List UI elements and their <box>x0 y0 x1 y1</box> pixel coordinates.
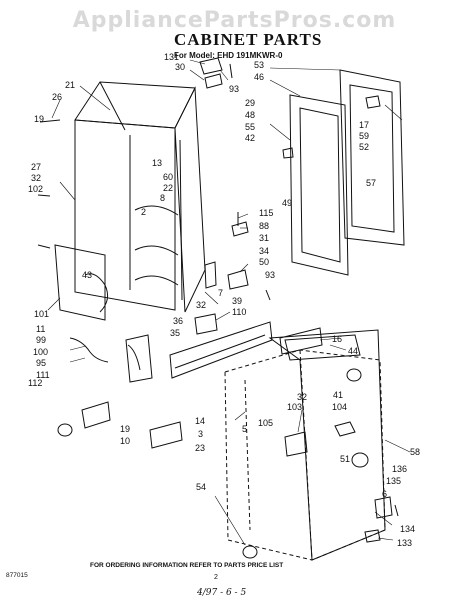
callout-52: 52 <box>359 142 369 152</box>
callout-93: 93 <box>229 84 239 94</box>
roller-wheel <box>242 368 369 559</box>
door-gasket-rear <box>339 69 405 246</box>
leader-lines <box>47 59 411 546</box>
callout-32: 32 <box>297 392 307 402</box>
callout-27: 27 <box>31 162 41 172</box>
callout-50: 50 <box>259 257 269 267</box>
hinge-top <box>199 57 223 89</box>
callout-111: 111 <box>36 370 50 380</box>
callout-60: 60 <box>163 172 173 182</box>
model-number: For Model: EHD 191MKWR-0 <box>174 51 283 60</box>
callout-49: 49 <box>282 198 292 208</box>
leveling-leg <box>57 401 111 437</box>
callout-59: 59 <box>359 131 369 141</box>
callout-19: 19 <box>120 424 130 434</box>
callout-21: 21 <box>65 80 75 90</box>
callout-31: 31 <box>259 233 269 243</box>
callout-51: 51 <box>340 454 350 464</box>
callout-133: 133 <box>397 538 412 548</box>
door-gasket-front <box>289 94 349 276</box>
callout-112: 112 <box>28 378 42 388</box>
screw-cluster <box>37 63 399 517</box>
mounting-bracket <box>194 261 393 543</box>
callout-34: 34 <box>259 246 269 256</box>
callout-16: 16 <box>332 334 342 344</box>
callout-39: 39 <box>232 296 242 306</box>
callout-2: 2 <box>141 207 146 217</box>
cabinet-shell <box>54 81 206 321</box>
callout-36: 36 <box>173 316 183 326</box>
callout-5: 5 <box>242 424 247 434</box>
callout-93: 93 <box>265 270 275 280</box>
callout-7: 7 <box>218 288 223 298</box>
callout-136: 136 <box>392 464 407 474</box>
callout-46: 46 <box>254 72 264 82</box>
callout-41: 41 <box>333 390 343 400</box>
callout-58: 58 <box>410 447 420 457</box>
cord-clip <box>227 95 381 290</box>
callout-131: 131 <box>164 52 179 62</box>
door-stop <box>284 421 356 457</box>
callout-17: 17 <box>359 120 369 130</box>
page-number: 2 <box>214 574 218 581</box>
callout-100: 100 <box>33 347 48 357</box>
callout-11: 11 <box>36 324 45 334</box>
callout-88: 88 <box>259 221 269 231</box>
callout-57: 57 <box>366 178 376 188</box>
side-panel <box>268 329 386 561</box>
hinge-bottom <box>149 421 183 449</box>
base-pan <box>224 349 386 561</box>
callout-3: 3 <box>198 429 203 439</box>
callout-32: 32 <box>196 300 206 310</box>
callout-115: 115 <box>259 208 273 218</box>
callout-95: 95 <box>36 358 46 368</box>
callout-30: 30 <box>175 62 185 72</box>
callout-55: 55 <box>245 122 255 132</box>
callout-26: 26 <box>52 92 62 102</box>
water-tube <box>69 334 153 383</box>
callout-110: 110 <box>232 307 246 317</box>
callout-6: 6 <box>382 489 387 499</box>
callout-103: 103 <box>287 402 302 412</box>
callout-29: 29 <box>245 98 255 108</box>
callout-54: 54 <box>196 482 206 492</box>
callout-134: 134 <box>400 524 415 534</box>
callout-13: 13 <box>152 158 162 168</box>
callout-99: 99 <box>36 335 46 345</box>
callout-23: 23 <box>195 443 205 453</box>
callout-101: 101 <box>34 309 49 319</box>
callout-10: 10 <box>120 436 130 446</box>
callout-44: 44 <box>348 346 358 356</box>
callout-135: 135 <box>386 476 401 486</box>
callout-53: 53 <box>254 60 264 70</box>
callout-104: 104 <box>332 402 347 412</box>
callout-19: 19 <box>34 114 44 124</box>
callout-35: 35 <box>170 328 180 338</box>
callout-105: 105 <box>258 418 273 428</box>
callout-48: 48 <box>245 110 255 120</box>
callout-43: 43 <box>82 270 92 280</box>
diagram-title: CABINET PARTS <box>174 30 323 49</box>
callout-8: 8 <box>160 193 165 203</box>
callout-labels: 131 30 21 26 19 93 29 48 55 42 53 46 17 … <box>28 52 420 548</box>
callout-102: 102 <box>28 184 43 194</box>
callout-32: 32 <box>31 173 41 183</box>
callout-22: 22 <box>163 183 173 193</box>
callout-42: 42 <box>245 133 255 143</box>
toe-grille <box>169 321 273 379</box>
ordering-note: FOR ORDERING INFORMATION REFER TO PARTS … <box>90 562 284 569</box>
document-number: 877015 <box>6 572 28 579</box>
watermark: AppliancePartsPros.com <box>72 8 397 33</box>
callout-14: 14 <box>195 416 205 426</box>
handwritten-note: 4/97 - 6 - 5 <box>197 588 247 598</box>
